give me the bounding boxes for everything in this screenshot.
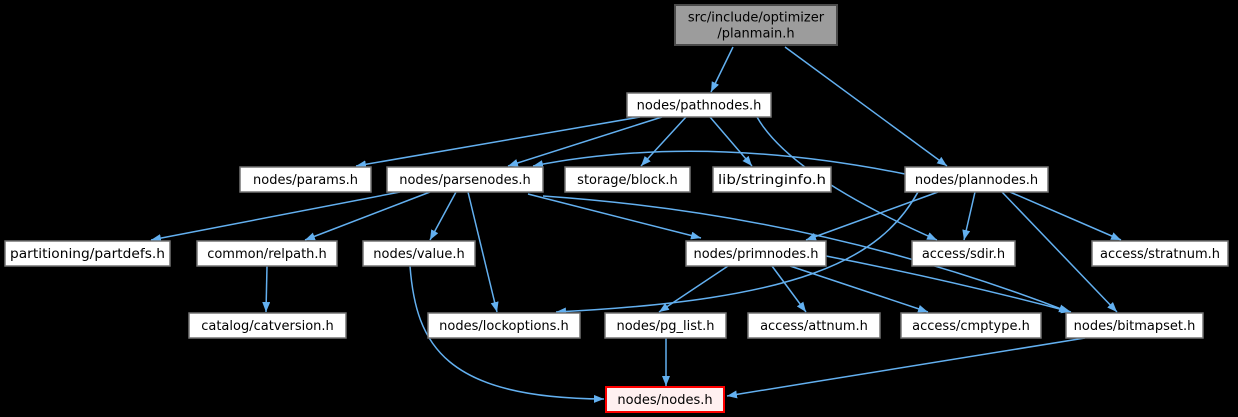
edge-plannodes-to-primnodes bbox=[805, 191, 939, 241]
node-catversion-box[interactable] bbox=[188, 312, 347, 339]
node-catversion-label: catalog/catversion.h bbox=[201, 319, 334, 334]
edge-parsenodes-to-lockoptions bbox=[467, 191, 499, 313]
node-sdir-label: access/sdir.h bbox=[922, 247, 1005, 262]
node-catversion[interactable]: catalog/catversion.h bbox=[188, 312, 347, 339]
node-lockoptions-label: nodes/lockoptions.h bbox=[439, 319, 569, 334]
node-params-box[interactable] bbox=[239, 166, 372, 193]
node-primnodes[interactable]: nodes/primnodes.h bbox=[685, 240, 827, 267]
node-value-label: nodes/value.h bbox=[373, 247, 464, 262]
edge-planmain-to-plannodes bbox=[784, 46, 948, 167]
node-cmptype-label: access/cmptype.h bbox=[912, 319, 1030, 334]
edge-plannodes-to-bitmapset bbox=[1001, 191, 1118, 313]
node-value-box[interactable] bbox=[362, 240, 476, 267]
node-nodes-label: nodes/nodes.h bbox=[617, 393, 712, 408]
node-planmain-box[interactable] bbox=[674, 4, 838, 46]
node-pg_list[interactable]: nodes/pg_list.h bbox=[604, 312, 727, 339]
edge-pathnodes-to-params bbox=[355, 116, 641, 169]
node-cmptype-box[interactable] bbox=[900, 312, 1042, 339]
node-primnodes-label: nodes/primnodes.h bbox=[693, 247, 818, 262]
edge-primnodes-to-pg_list bbox=[658, 265, 729, 313]
node-primnodes-box[interactable] bbox=[685, 240, 827, 267]
node-params-label: nodes/params.h bbox=[253, 173, 358, 188]
node-lockoptions-box[interactable] bbox=[427, 312, 581, 339]
node-plannodes-box[interactable] bbox=[904, 166, 1049, 193]
node-pathnodes-box[interactable] bbox=[626, 92, 772, 118]
node-nodes[interactable]: nodes/nodes.h bbox=[605, 386, 725, 413]
edge-relpath-to-catversion bbox=[262, 265, 271, 313]
node-bitmapset-box[interactable] bbox=[1065, 312, 1204, 339]
edge-planmain-to-pathnodes bbox=[710, 46, 734, 93]
edge-parsenodes-to-primnodes bbox=[527, 193, 702, 240]
node-pathnodes-label: nodes/pathnodes.h bbox=[637, 99, 762, 114]
node-plannodes-label: nodes/plannodes.h bbox=[915, 173, 1038, 188]
node-block-label: storage/block.h bbox=[577, 173, 678, 188]
node-parsenodes-label: nodes/parsenodes.h bbox=[399, 173, 531, 188]
node-bitmapset[interactable]: nodes/bitmapset.h bbox=[1065, 312, 1204, 339]
edge-pathnodes-to-block bbox=[640, 116, 687, 167]
node-relpath-label: common/relpath.h bbox=[207, 247, 327, 262]
node-parsenodes-box[interactable] bbox=[386, 166, 544, 193]
node-parsenodes[interactable]: nodes/parsenodes.h bbox=[386, 166, 544, 193]
edge-plannodes-to-stratnum bbox=[1009, 191, 1122, 241]
node-stratnum-label: access/stratnum.h bbox=[1100, 247, 1220, 262]
node-partdefs-box[interactable] bbox=[4, 240, 171, 267]
node-nodes-box[interactable] bbox=[605, 386, 725, 413]
edge-parsenodes-to-partdefs bbox=[150, 191, 401, 243]
node-bitmapset-label: nodes/bitmapset.h bbox=[1074, 319, 1196, 334]
edge-pathnodes-to-parsenodes bbox=[507, 116, 663, 167]
node-block[interactable]: storage/block.h bbox=[564, 166, 691, 193]
edge-parsenodes-to-relpath bbox=[304, 191, 431, 241]
edge-plannodes-to-parsenodes bbox=[532, 150, 906, 175]
edge-primnodes-to-cmptype bbox=[789, 265, 929, 313]
node-block-box[interactable] bbox=[564, 166, 691, 193]
node-lockoptions[interactable]: nodes/lockoptions.h bbox=[427, 312, 581, 339]
node-planmain-label: /planmain.h bbox=[717, 27, 794, 42]
node-attnum[interactable]: access/attnum.h bbox=[747, 312, 881, 339]
edge-primnodes-to-attnum bbox=[771, 265, 807, 313]
node-sdir-box[interactable] bbox=[911, 240, 1016, 267]
node-relpath-box[interactable] bbox=[196, 240, 338, 267]
node-params[interactable]: nodes/params.h bbox=[239, 166, 372, 193]
node-attnum-label: access/attnum.h bbox=[760, 319, 868, 334]
node-stringinfo-label: lib/stringinfo.h bbox=[718, 173, 826, 188]
node-stratnum[interactable]: access/stratnum.h bbox=[1091, 240, 1229, 267]
node-plannodes[interactable]: nodes/plannodes.h bbox=[904, 166, 1049, 193]
node-partdefs-label: partitioning/partdefs.h bbox=[10, 247, 165, 262]
node-stringinfo[interactable]: lib/stringinfo.h bbox=[712, 166, 832, 193]
node-stringinfo-box[interactable] bbox=[712, 166, 832, 193]
node-stratnum-box[interactable] bbox=[1091, 240, 1229, 267]
node-planmain-label: src/include/optimizer bbox=[688, 11, 825, 26]
node-sdir[interactable]: access/sdir.h bbox=[911, 240, 1016, 267]
node-partdefs[interactable]: partitioning/partdefs.h bbox=[4, 240, 171, 267]
node-relpath[interactable]: common/relpath.h bbox=[196, 240, 338, 267]
edge-plannodes-to-lockoptions bbox=[555, 191, 919, 316]
node-pg_list-box[interactable] bbox=[604, 312, 727, 339]
edge-plannodes-to-sdir bbox=[962, 191, 976, 241]
node-pg_list-label: nodes/pg_list.h bbox=[616, 319, 714, 334]
node-value[interactable]: nodes/value.h bbox=[362, 240, 476, 267]
edge-parsenodes-to-bitmapset bbox=[542, 195, 1070, 313]
node-cmptype[interactable]: access/cmptype.h bbox=[900, 312, 1042, 339]
node-pathnodes[interactable]: nodes/pathnodes.h bbox=[626, 92, 772, 118]
edge-primnodes-to-bitmapset bbox=[825, 255, 1072, 314]
node-planmain[interactable]: src/include/optimizer/planmain.h bbox=[674, 4, 838, 46]
edge-parsenodes-to-value bbox=[429, 191, 457, 241]
edge-value-to-nodes bbox=[409, 265, 605, 403]
edge-bitmapset-to-nodes bbox=[726, 337, 1086, 399]
node-attnum-box[interactable] bbox=[747, 312, 881, 339]
edge-pathnodes-to-stringinfo bbox=[709, 116, 753, 167]
